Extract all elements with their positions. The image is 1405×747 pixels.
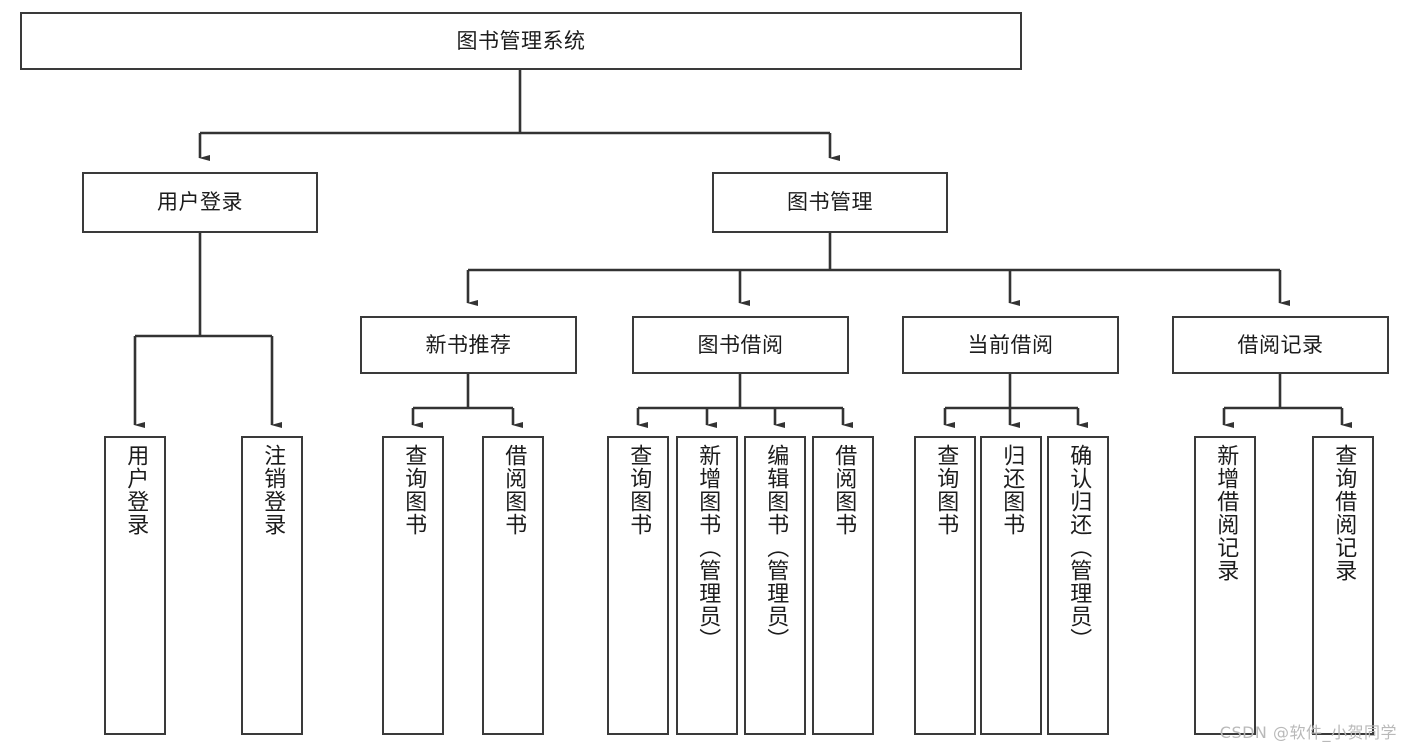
node-book-borrow-label: 图书借阅 [697,332,784,357]
node-leaf-edit-book[interactable]: 编辑图书（管理员） [744,436,806,735]
node-leaf-confirm-return[interactable]: 确认归还（管理员） [1047,436,1109,735]
node-leaf-query-record[interactable]: 查询借阅记录 [1312,436,1374,735]
node-leaf-logout[interactable]: 注销登录 [241,436,303,735]
node-leaf-borrow-book-2-label: 借阅图书 [831,444,857,536]
node-leaf-return-book[interactable]: 归还图书 [980,436,1042,735]
node-leaf-add-record-label: 新增借阅记录 [1213,444,1239,582]
node-leaf-borrow-book-1[interactable]: 借阅图书 [482,436,544,735]
node-book-borrow[interactable]: 图书借阅 [632,316,849,374]
node-leaf-add-record[interactable]: 新增借阅记录 [1194,436,1256,735]
node-book-manage[interactable]: 图书管理 [712,172,948,233]
node-root-label: 图书管理系统 [456,28,586,53]
node-new-book-rec[interactable]: 新书推荐 [360,316,577,374]
node-leaf-edit-book-label: 编辑图书（管理员） [763,444,789,651]
node-leaf-query-book-2[interactable]: 查询图书 [607,436,669,735]
node-user-login[interactable]: 用户登录 [82,172,318,233]
node-leaf-borrow-book-2[interactable]: 借阅图书 [812,436,874,735]
node-borrow-record[interactable]: 借阅记录 [1172,316,1389,374]
node-new-book-rec-label: 新书推荐 [425,332,512,357]
node-book-manage-label: 图书管理 [787,190,873,215]
node-leaf-query-record-label: 查询借阅记录 [1331,444,1357,582]
node-leaf-borrow-book-1-label: 借阅图书 [501,444,527,536]
node-leaf-confirm-return-label: 确认归还（管理员） [1066,444,1092,651]
node-current-borrow-label: 当前借阅 [967,332,1054,357]
node-user-login-label: 用户登录 [157,190,243,215]
node-leaf-user-login[interactable]: 用户登录 [104,436,166,735]
csdn-watermark: CSDN @软件_小贺同学 [1219,723,1397,742]
node-root[interactable]: 图书管理系统 [20,12,1022,70]
node-leaf-logout-label: 注销登录 [260,444,286,536]
node-leaf-add-book-label: 新增图书（管理员） [695,444,721,651]
node-leaf-query-book-1-label: 查询图书 [401,444,427,536]
node-leaf-return-book-label: 归还图书 [999,444,1025,536]
node-leaf-query-book-1[interactable]: 查询图书 [382,436,444,735]
node-leaf-query-book-2-label: 查询图书 [626,444,652,536]
node-leaf-user-login-label: 用户登录 [123,444,149,536]
node-leaf-query-book-3[interactable]: 查询图书 [914,436,976,735]
node-current-borrow[interactable]: 当前借阅 [902,316,1119,374]
node-leaf-query-book-3-label: 查询图书 [933,444,959,536]
node-leaf-add-book[interactable]: 新增图书（管理员） [676,436,738,735]
node-borrow-record-label: 借阅记录 [1237,332,1324,357]
